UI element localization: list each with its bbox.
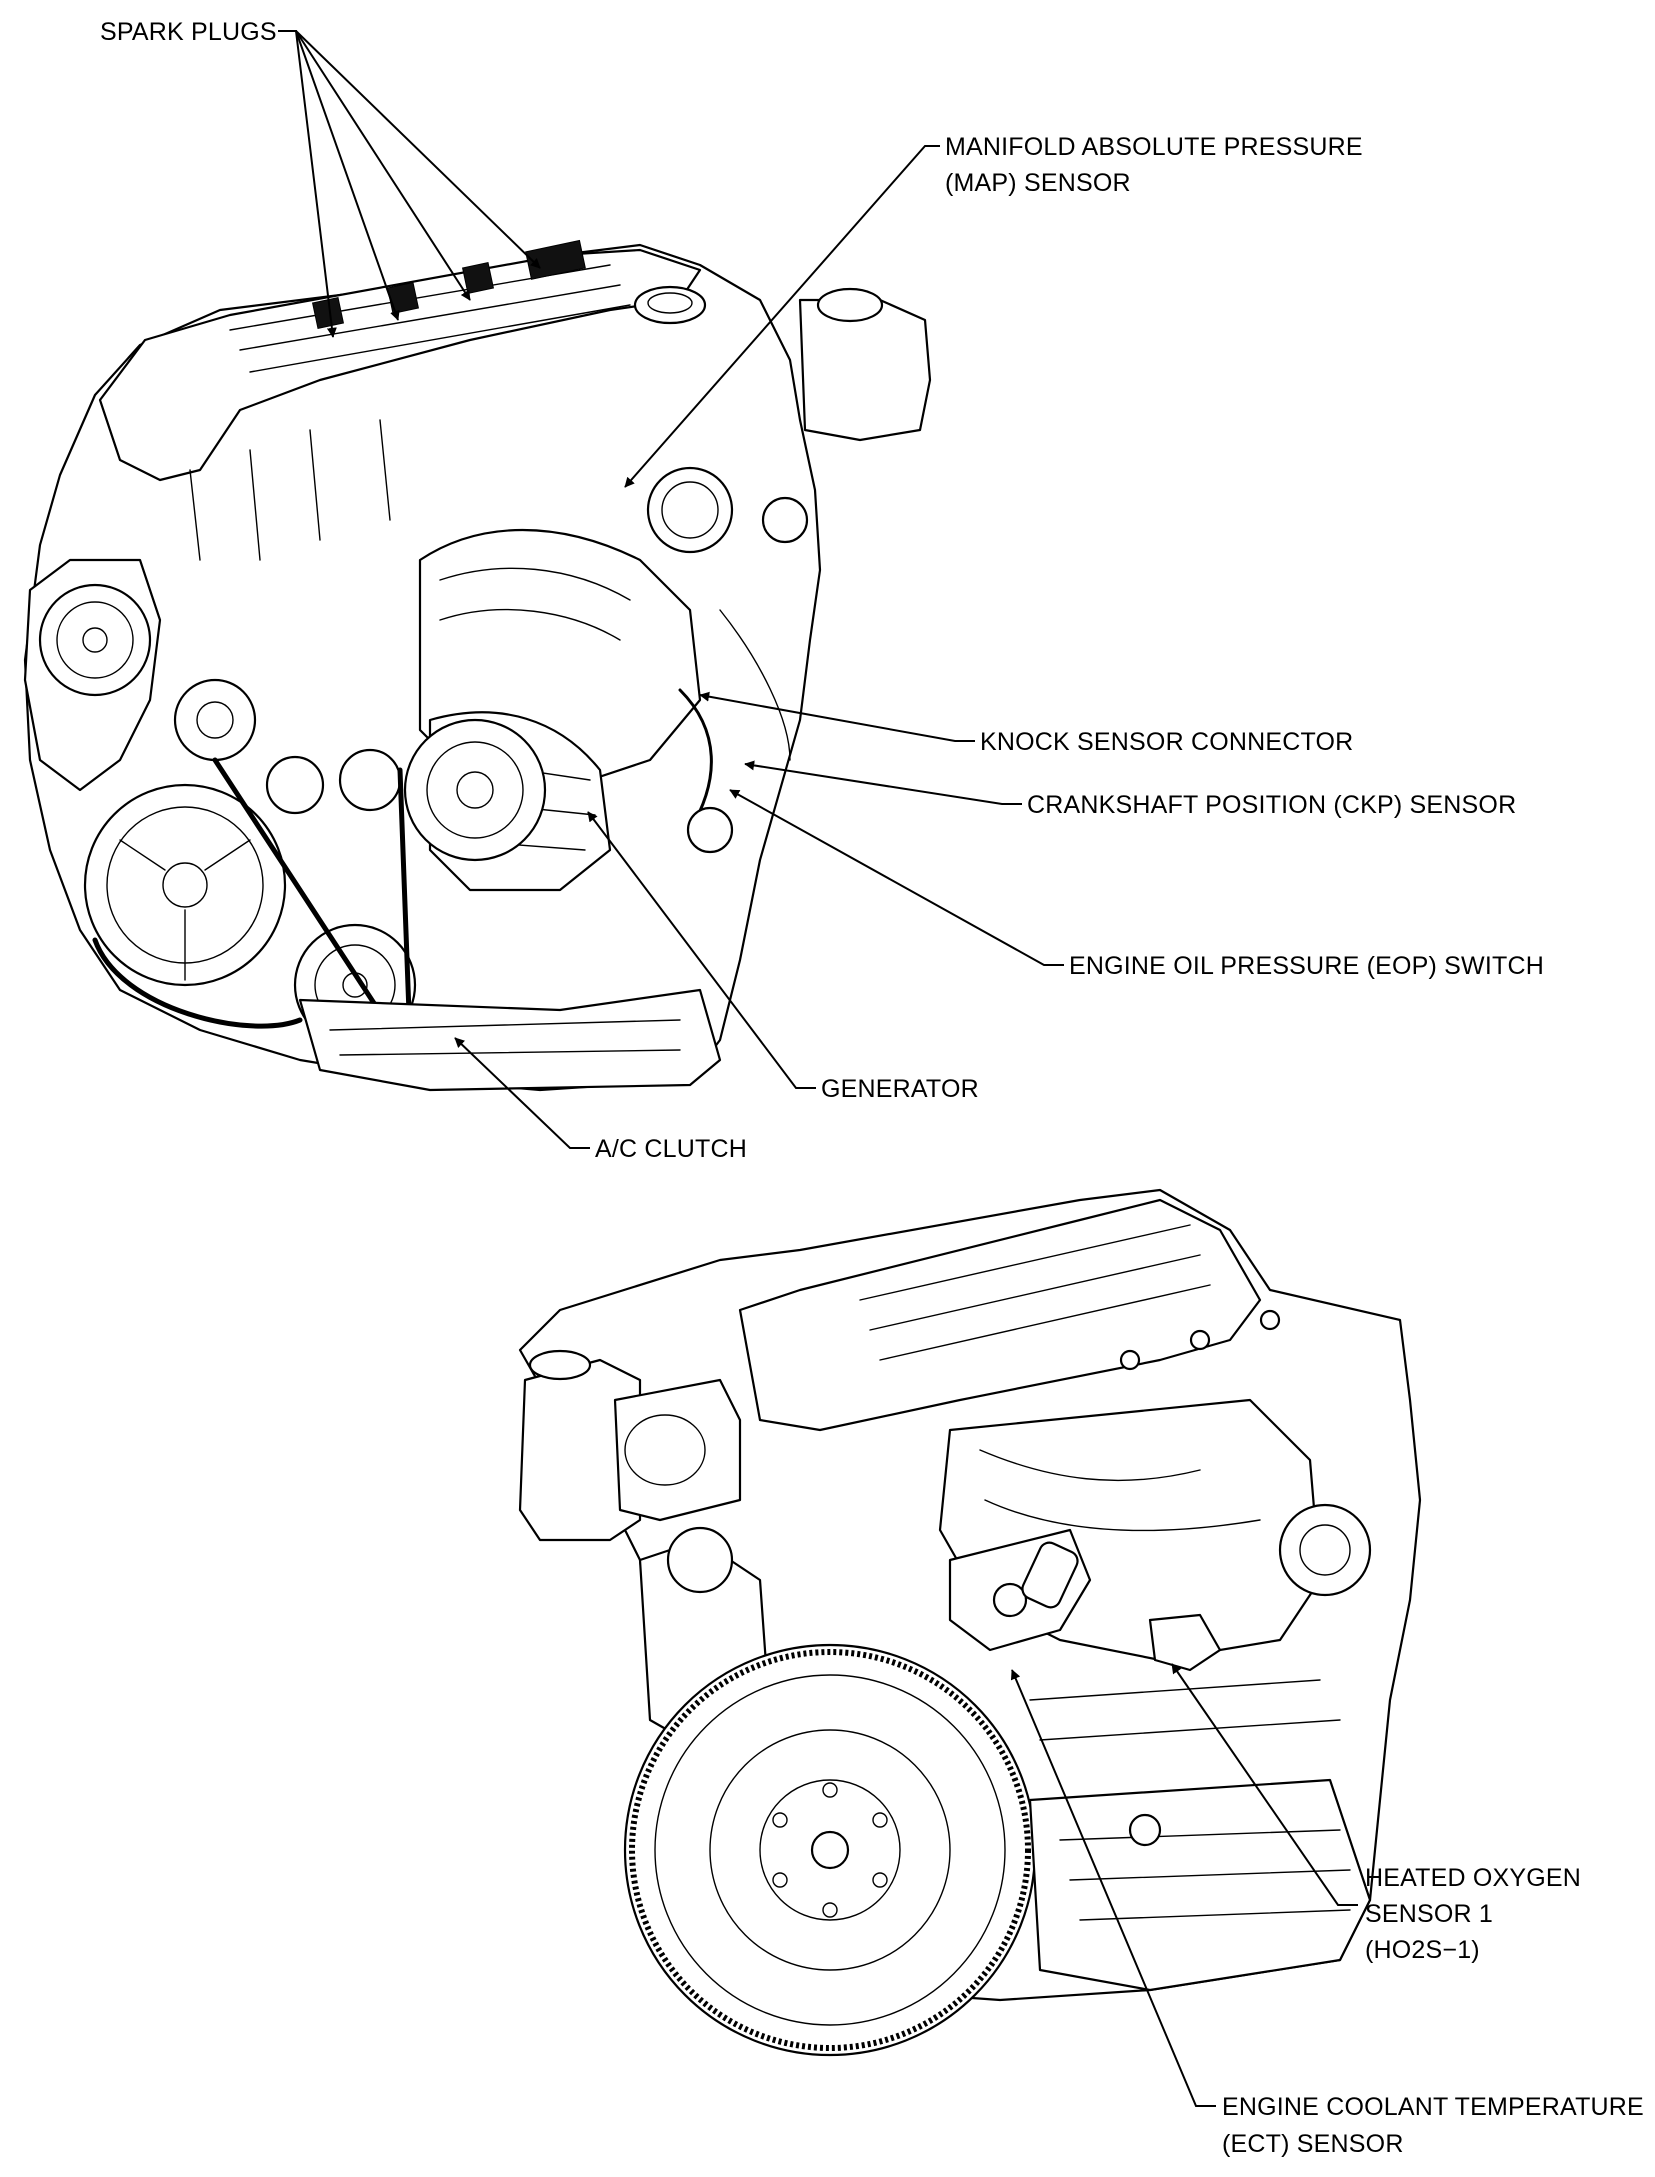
- ckp-sensor-label: CRANKSHAFT POSITION (CKP) SENSOR: [1027, 791, 1516, 819]
- engine-front-view-icon: [23, 239, 932, 1092]
- ect-sensor-label-line1: ENGINE COOLANT TEMPERATURE: [1222, 2093, 1644, 2121]
- generator-label: GENERATOR: [821, 1075, 979, 1103]
- ho2s-label-line1: HEATED OXYGEN: [1365, 1864, 1581, 1892]
- map-sensor-label-line1: MANIFOLD ABSOLUTE PRESSURE: [945, 133, 1363, 161]
- ho2s-label-line2: SENSOR 1: [1365, 1900, 1493, 1928]
- eop-switch-label: ENGINE OIL PRESSURE (EOP) SWITCH: [1069, 952, 1544, 980]
- knock-sensor-connector-label: KNOCK SENSOR CONNECTOR: [980, 728, 1353, 756]
- ac-clutch-label: A/C CLUTCH: [595, 1135, 747, 1163]
- ho2s-label-line3: (HO2S−1): [1365, 1936, 1480, 1964]
- ect-sensor-label-line2: (ECT) SENSOR: [1222, 2130, 1404, 2158]
- map-sensor-label-line2: (MAP) SENSOR: [945, 169, 1131, 197]
- engine-rear-view-icon: [518, 1188, 1422, 2057]
- spark-plugs-label: SPARK PLUGS: [100, 18, 277, 46]
- leader-lines: [278, 30, 1358, 2107]
- spark-plug-boots-icon: [311, 239, 586, 330]
- flywheel-icon: [623, 1643, 1037, 2057]
